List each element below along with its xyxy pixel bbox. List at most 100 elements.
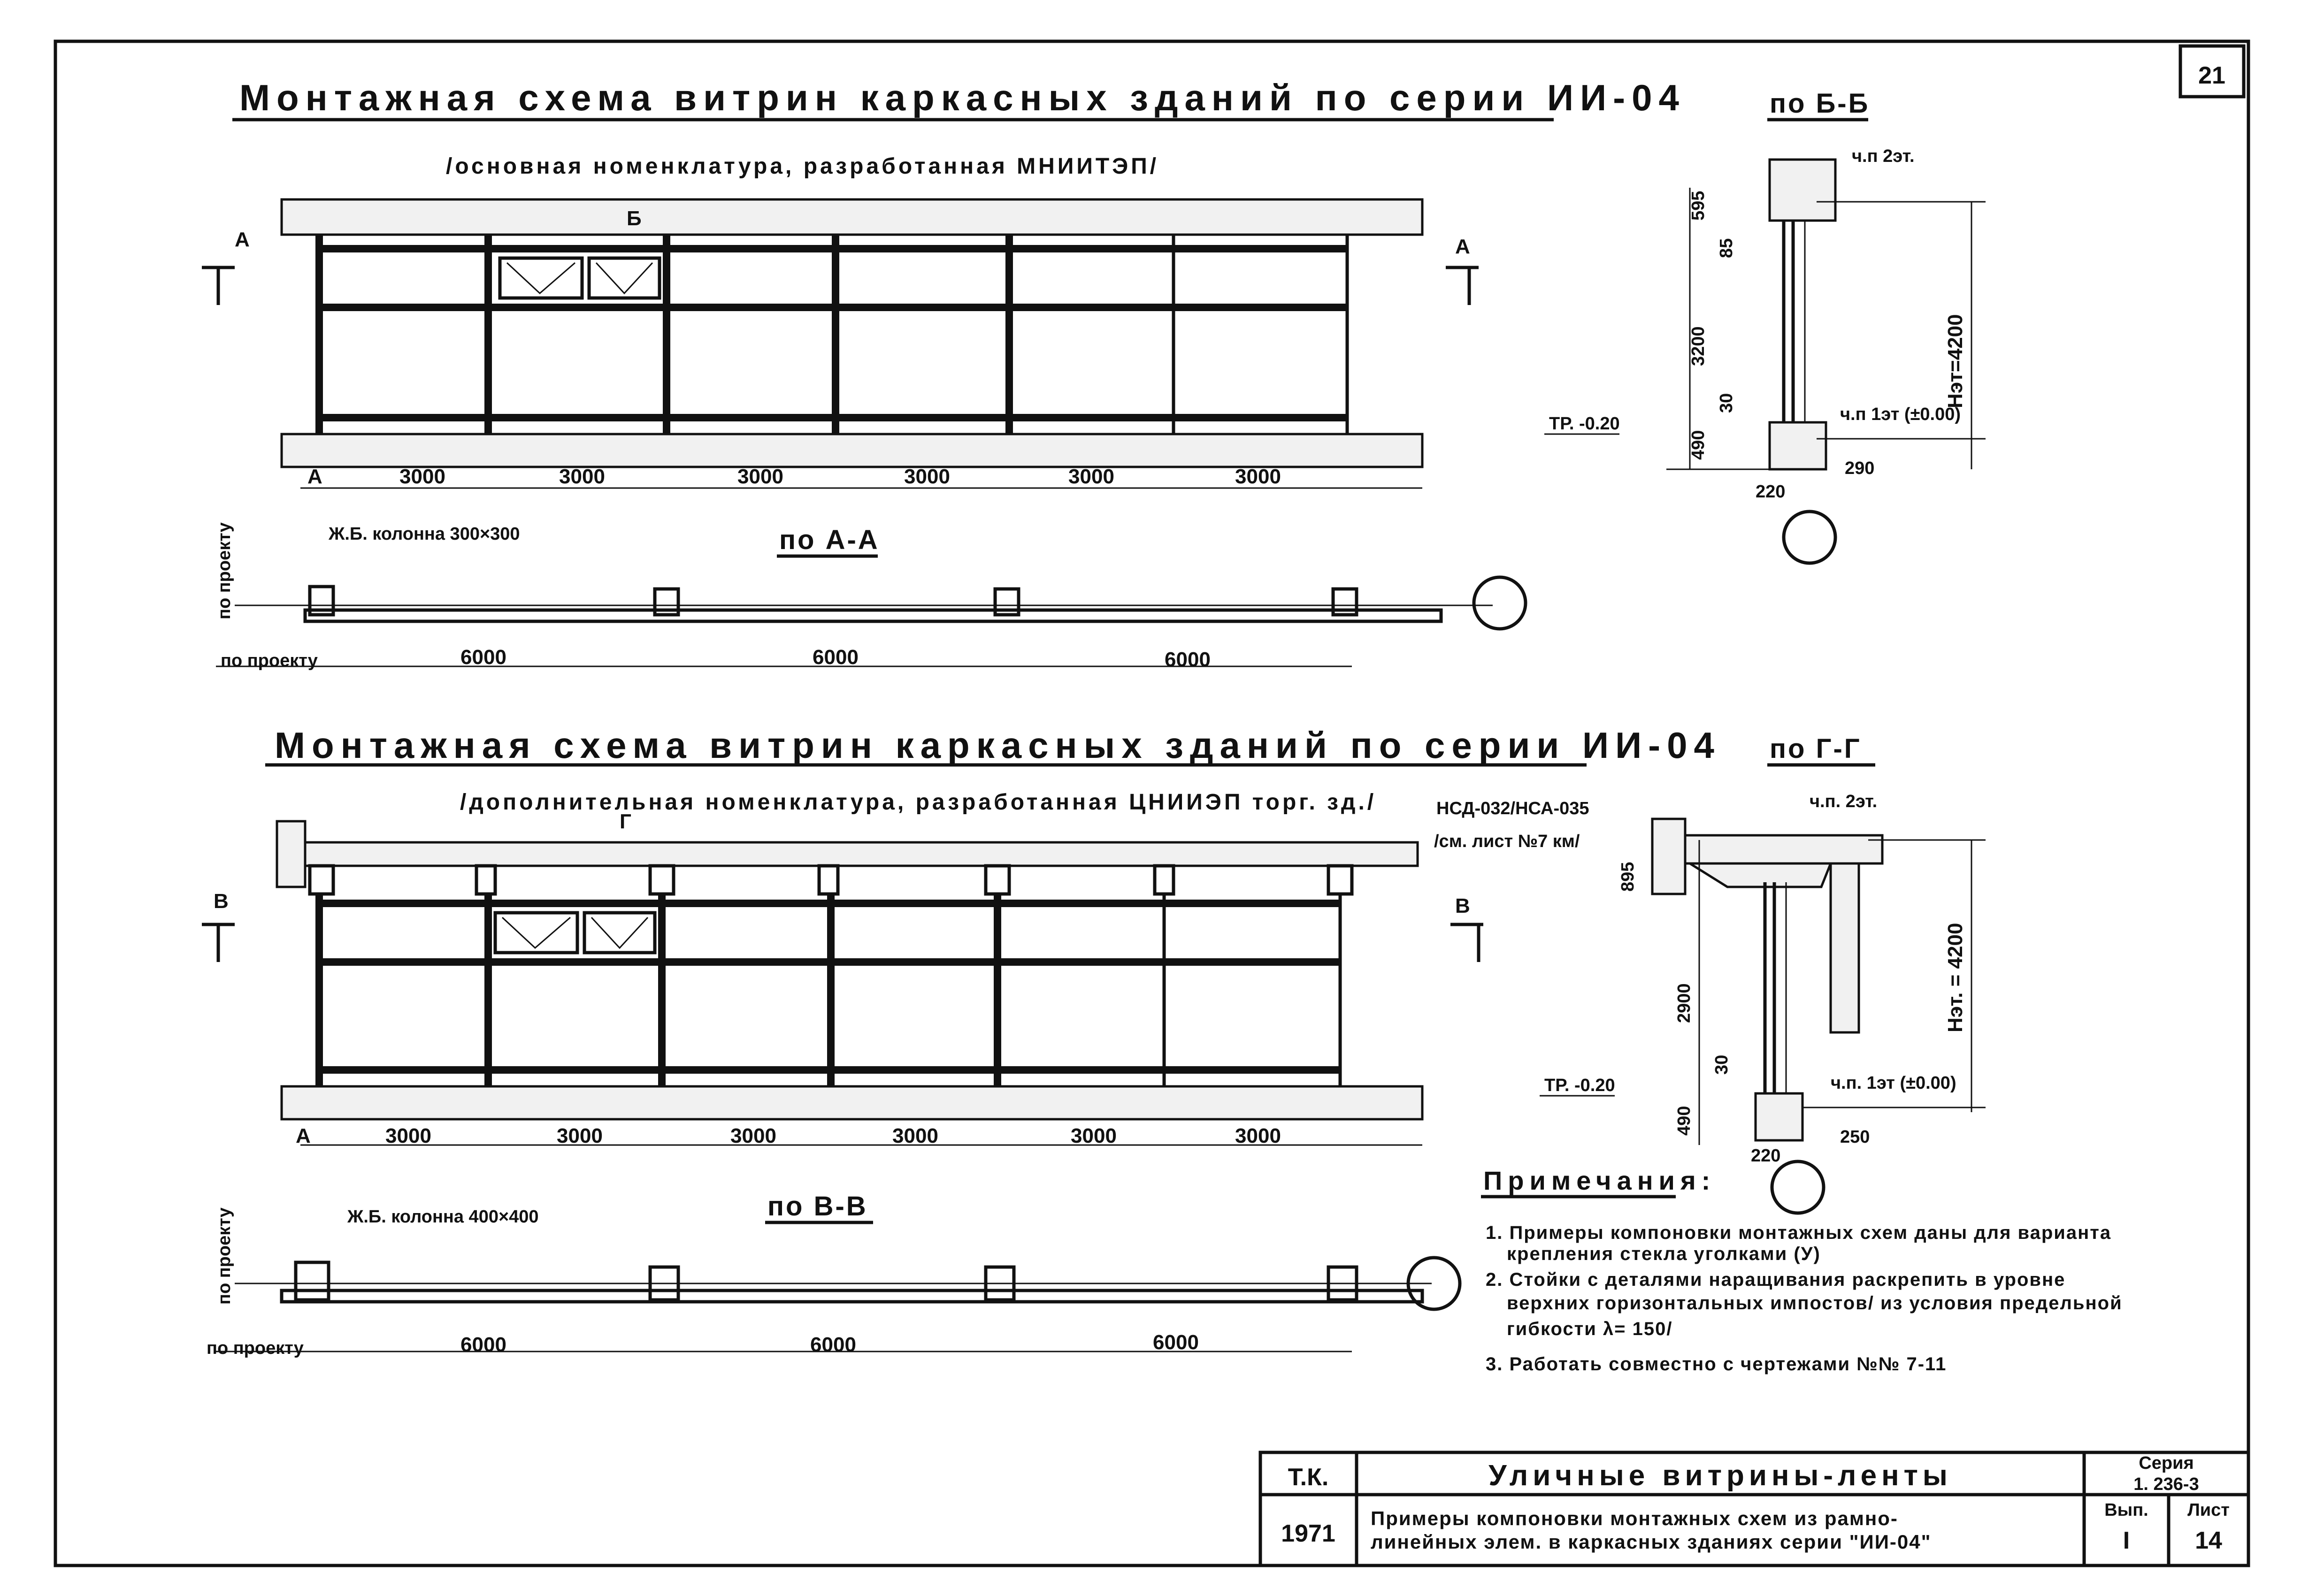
top-column-label: Ж.Б. колонна 300×300	[328, 524, 520, 544]
bottom-section-marker-left: В	[202, 890, 235, 962]
top-bay-dims: 3000 3000 3000 3000 3000 3000	[399, 465, 1281, 488]
svg-text:В: В	[1455, 894, 1470, 917]
stamp-issue-value: I	[2123, 1527, 2130, 1554]
bottom-vent-windows	[493, 911, 657, 955]
note-3: 3. Работать совместно с чертежами №№ 7-1…	[1486, 1354, 1947, 1375]
section-gg-ground-level: ТР. -0.20	[1544, 1076, 1615, 1095]
top-section-marker-b: Б	[627, 207, 642, 230]
bottom-upper-slab	[304, 841, 1419, 867]
bottom-mullions	[315, 894, 1342, 1086]
section-gg: по Г-Г ч.п. 2эт. ч.п. 1эт (±0.00) Нэт. =…	[1540, 733, 1986, 1215]
bottom-span-dims: 6000 6000 6000	[460, 1331, 1199, 1356]
svg-text:3000: 3000	[1071, 1124, 1117, 1147]
svg-text:6000: 6000	[1153, 1331, 1199, 1354]
section-gg-floor-top: ч.п. 2эт.	[1810, 792, 1877, 811]
stamp-description-2: линейных элем. в каркасных зданиях серии…	[1371, 1531, 1932, 1553]
svg-text:220: 220	[1751, 1146, 1780, 1166]
stamp-sheet-value: 14	[2195, 1527, 2222, 1554]
svg-text:3000: 3000	[892, 1124, 938, 1147]
top-plan-strip	[235, 585, 1493, 623]
bottom-column-label: Ж.Б. колонна 400×400	[347, 1207, 539, 1227]
bottom-bay-dims: 3000 3000 3000 3000 3000 3000	[385, 1124, 1281, 1147]
stamp-series-label: Серия	[2139, 1453, 2194, 1473]
svg-text:30: 30	[1717, 393, 1736, 413]
stamp-description-1: Примеры компоновки монтажных схем из рам…	[1371, 1507, 1898, 1529]
top-section-marker-left: А	[202, 228, 250, 305]
top-scheme: Монтажная схема витрин каркасных зданий …	[202, 77, 1679, 671]
svg-text:А: А	[1455, 235, 1470, 258]
top-mullions	[315, 235, 1349, 434]
bottom-section-marker-right: В	[1450, 894, 1483, 962]
bottom-column-caps	[308, 864, 1354, 896]
note-2b: верхних горизонтальных импостов/ из усло…	[1507, 1293, 2123, 1313]
bottom-plan-strip	[235, 1260, 1432, 1304]
note-1a: 1. Примеры компоновки монтажных схем дан…	[1486, 1222, 2111, 1243]
stamp-series-value: 1. 236-3	[2133, 1474, 2199, 1494]
svg-text:6000: 6000	[460, 646, 506, 669]
svg-text:3000: 3000	[557, 1124, 603, 1147]
svg-text:6000: 6000	[460, 1333, 506, 1356]
stamp-org: Т.К.	[1288, 1464, 1329, 1491]
section-bb: по Б-Б ч.п 2эт. ч.п 1эт (±0.00) Нэт=4200…	[1544, 88, 1986, 565]
section-bb-floor-bottom: ч.п 1эт (±0.00)	[1840, 405, 1961, 424]
note-1b: крепления стекла уголками (У)	[1507, 1244, 1821, 1264]
svg-text:3000: 3000	[399, 465, 445, 488]
svg-text:3000: 3000	[559, 465, 605, 488]
top-plan-title: по А-А	[779, 525, 880, 555]
svg-text:3000: 3000	[1235, 1124, 1281, 1147]
title-block: Т.К. 1971 Уличные витрины-ленты Примеры …	[1258, 1451, 2250, 1567]
svg-text:6000: 6000	[810, 1333, 856, 1356]
top-lower-slab	[280, 433, 1424, 468]
top-section-marker-right: А	[1446, 235, 1479, 305]
bottom-scheme-title: Монтажная схема витрин каркасных зданий …	[275, 725, 1721, 766]
top-side-label: по проекту	[215, 522, 234, 619]
page-number-box: 21	[2178, 44, 2246, 99]
svg-text:490: 490	[1674, 1106, 1694, 1136]
top-plan-marker-circle	[1472, 575, 1527, 631]
bottom-axis-label: А	[296, 1124, 311, 1147]
svg-text:30: 30	[1712, 1055, 1732, 1075]
stamp-year: 1971	[1281, 1520, 1335, 1547]
section-bb-ground-level: ТР. -0.20	[1549, 414, 1620, 434]
top-transoms	[319, 245, 1347, 421]
bottom-lower-slab	[280, 1085, 1424, 1121]
bottom-callout-2: /см. лист №7 км/	[1434, 832, 1580, 851]
bottom-plan-title: по В-В	[767, 1191, 868, 1222]
svg-text:3000: 3000	[1235, 465, 1281, 488]
svg-text:250: 250	[1840, 1127, 1870, 1147]
svg-text:490: 490	[1688, 430, 1708, 460]
section-bb-height: Нэт=4200	[1944, 314, 1967, 408]
svg-text:595: 595	[1688, 191, 1708, 221]
svg-text:6000: 6000	[1165, 648, 1211, 671]
section-gg-dims: 895 2900 30 490	[1618, 862, 1732, 1136]
stamp-sheet-label: Лист	[2187, 1500, 2230, 1520]
note-2a: 2. Стойки с деталями наращивания раскреп…	[1486, 1269, 2065, 1290]
top-span-dims: 6000 6000 6000	[460, 646, 1211, 671]
bottom-side-label: по проекту	[215, 1207, 234, 1305]
sheet-frame	[54, 39, 2250, 1567]
bottom-transoms	[319, 900, 1340, 1074]
stamp-title: Уличные витрины-ленты	[1488, 1459, 1952, 1492]
section-bb-dims: 595 85 3200 30 490	[1688, 191, 1736, 460]
svg-text:2900: 2900	[1674, 983, 1694, 1023]
note-2c: гибкости λ= 150/	[1507, 1319, 1672, 1339]
bottom-scheme: Монтажная схема витрин каркасных зданий …	[202, 725, 1721, 1358]
svg-text:В: В	[214, 890, 229, 913]
svg-text:3000: 3000	[1068, 465, 1114, 488]
svg-text:3000: 3000	[737, 465, 783, 488]
svg-text:895: 895	[1618, 862, 1638, 892]
svg-text:6000: 6000	[813, 646, 859, 669]
top-bottom-label: по проекту	[221, 651, 318, 671]
top-scheme-subtitle: /основная номенклатура, разработанная МН…	[446, 154, 1159, 179]
section-bb-marker-circle	[1782, 510, 1837, 565]
top-vent-windows	[498, 256, 661, 300]
svg-text:А: А	[235, 228, 250, 251]
bottom-callout: НСД-032/НСА-035	[1436, 799, 1589, 818]
svg-text:3000: 3000	[904, 465, 950, 488]
svg-text:3000: 3000	[730, 1124, 776, 1147]
stamp-issue-label: Вып.	[2104, 1500, 2148, 1520]
top-upper-slab	[280, 198, 1424, 236]
section-bb-floor-top: ч.п 2эт.	[1852, 146, 1915, 166]
svg-text:3000: 3000	[385, 1124, 431, 1147]
